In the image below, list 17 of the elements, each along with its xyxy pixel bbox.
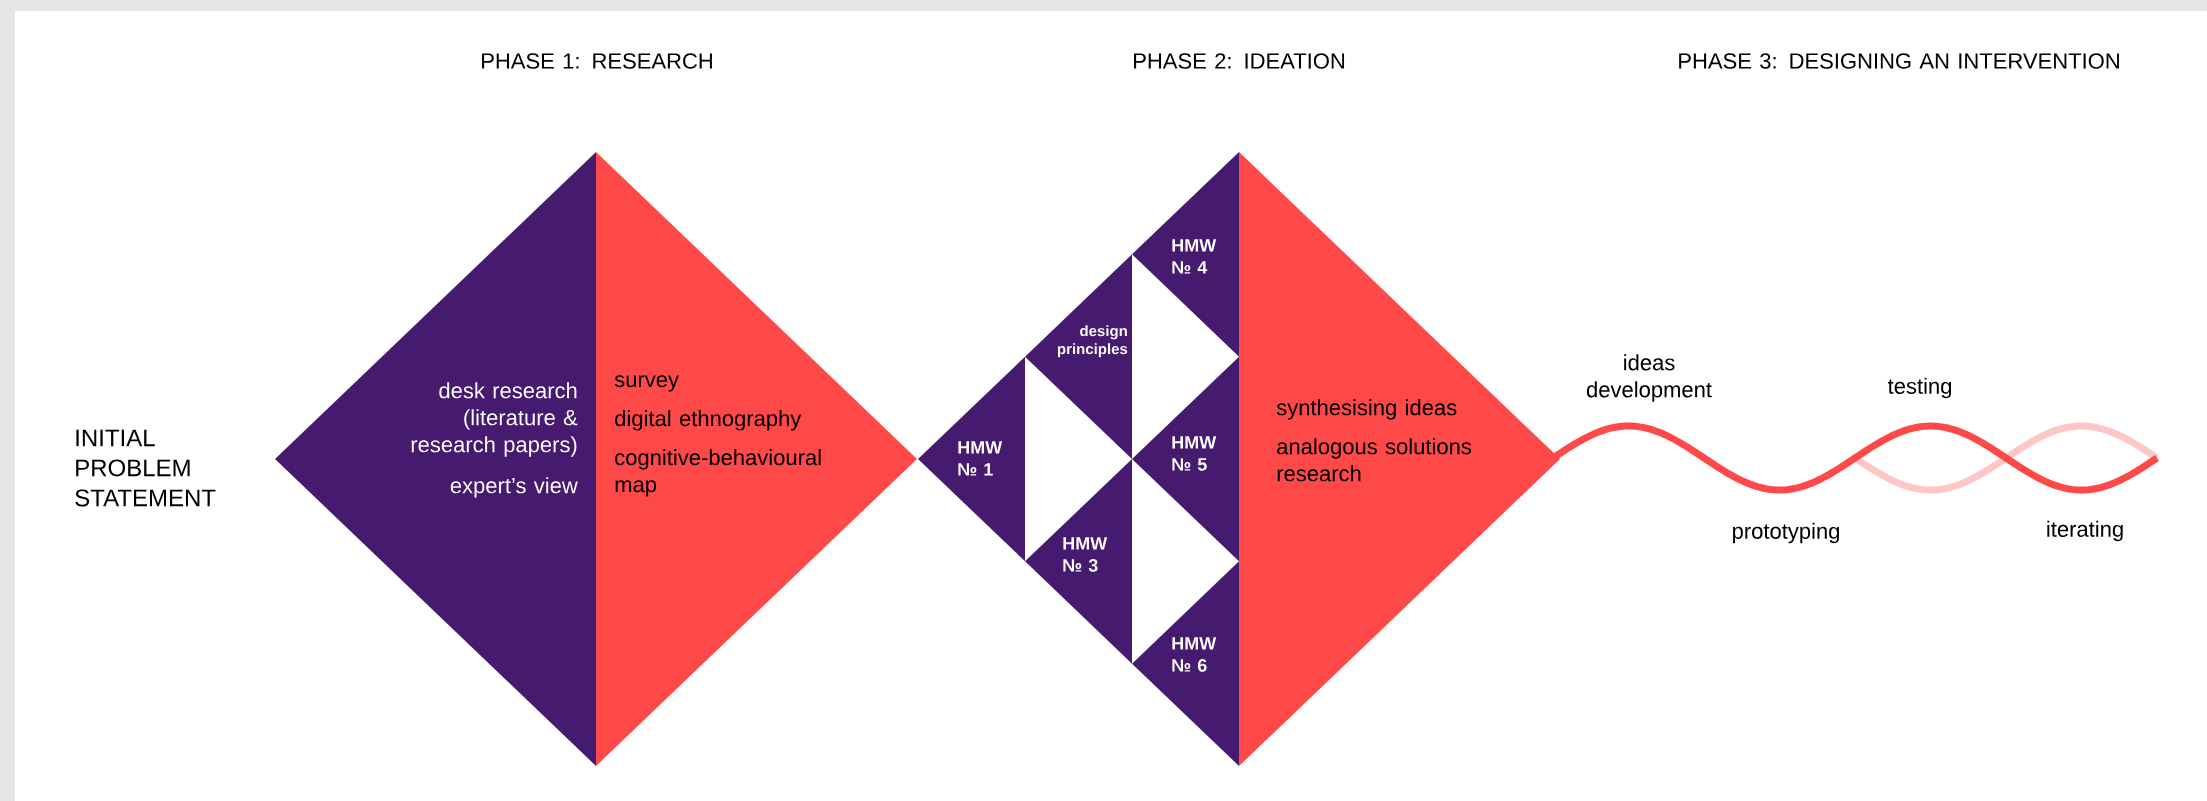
triangle: HMW № 1: [918, 356, 1025, 562]
phase-heading: PHASE 3: DESIGNING AN INTERVENTION: [1679, 53, 2119, 69]
problem-statement: INITIAL PROBLEM STATEMENT: [75, 429, 216, 507]
diamond-half: desk research (literature & research papers) expert’s view: [275, 152, 596, 766]
stage-label: ideas development: [1586, 354, 1712, 402]
triangle: design principles: [1025, 254, 1132, 459]
phase-heading: PHASE 1: RESEARCH: [482, 53, 712, 69]
stage-label: iterating: [2047, 520, 2123, 542]
diamond-half: survey digital ethnography cognitive-behavioural map: [596, 152, 917, 766]
triangle: HMW № 4: [1132, 152, 1239, 357]
stage-label: prototyping: [1733, 522, 1839, 544]
phase-heading: PHASE 2: IDEATION: [1134, 53, 1344, 69]
triangle: HMW № 6: [1132, 561, 1239, 766]
triangle: HMW № 5: [1132, 356, 1239, 562]
diamond-half: synthesising ideas analogous solutions research: [1239, 152, 1560, 766]
triangle: HMW № 3: [1025, 459, 1132, 664]
stage-label: testing: [1887, 377, 1951, 399]
